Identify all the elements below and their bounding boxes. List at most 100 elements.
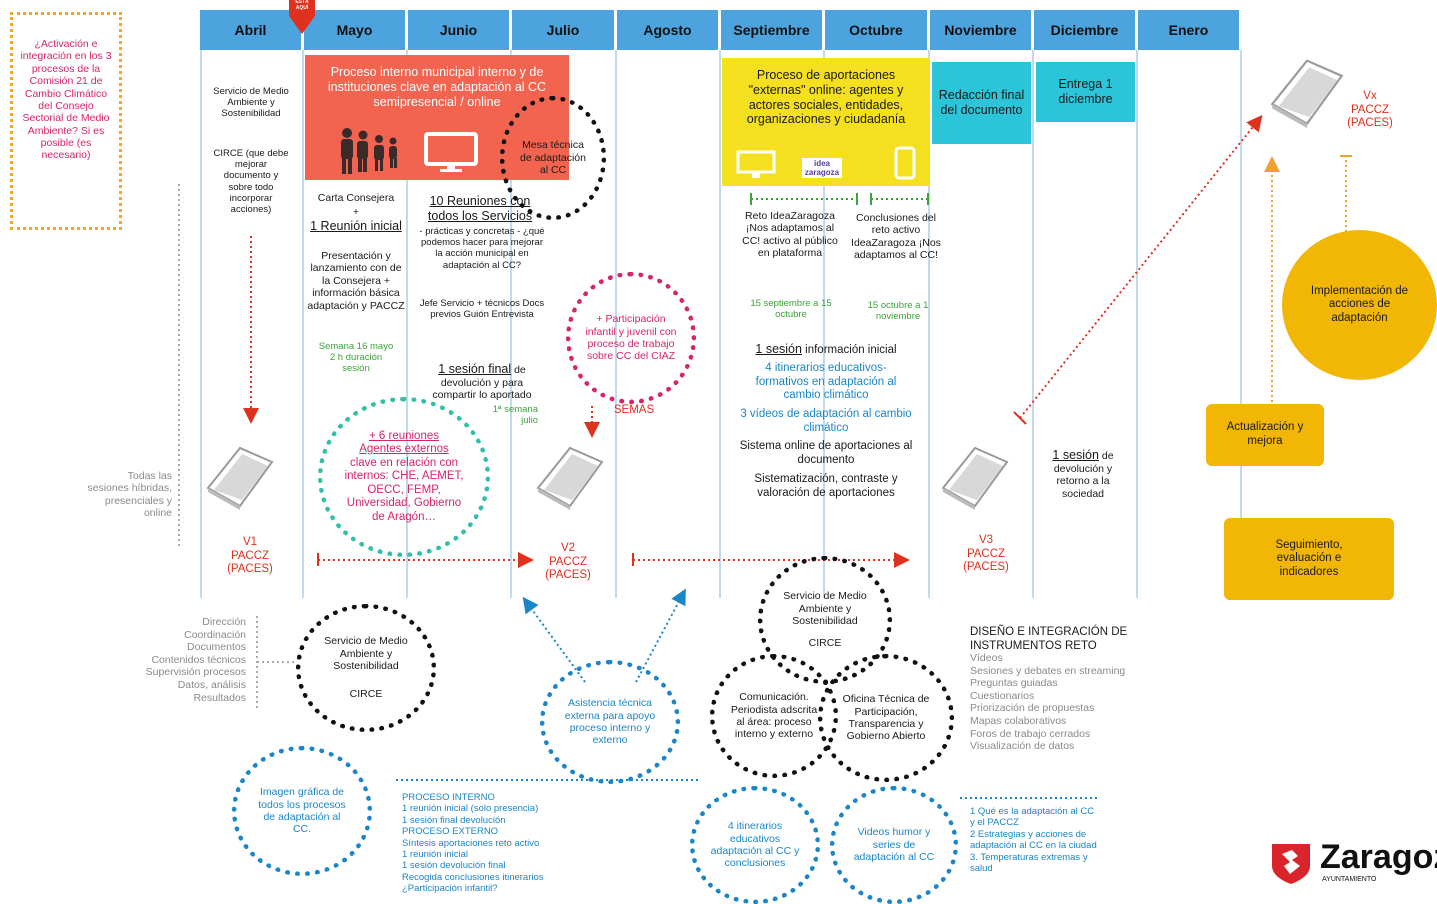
people-icon	[341, 128, 397, 174]
carta-consejera: Carta Consejera	[317, 192, 395, 204]
proceso-list-item: Recogida conclusiones itinerarios	[402, 871, 544, 883]
servicio2-name: Servicio de Medio Ambiente y Sostenibili…	[783, 590, 867, 627]
reuniones-desc: - prácticas y concretas - ¿qué podemos h…	[419, 226, 545, 271]
comunicacion-circle: Comunicación. Periodista adscrita al áre…	[710, 654, 838, 778]
v1-line: (PACES)	[227, 563, 273, 576]
sesion-final-fecha: 1ª semana julio	[492, 404, 538, 427]
oficina-tecnica-circle: Oficina Técnica de Participación, Transp…	[818, 654, 954, 782]
reuniones-jefe: Jefe Servicio + técnicos Docs previos Gu…	[419, 298, 545, 321]
month-agosto: Agosto	[617, 10, 718, 50]
servicio-circle-name: Servicio de Medio Ambiente y Sostenibili…	[324, 635, 408, 672]
sesion-final-devolucion: 1 sesión final de devolución y para comp…	[424, 362, 540, 402]
imagen-grafica-circle: Imagen gráfica de todos los procesos de …	[232, 746, 372, 876]
semas-label: SEMAS	[613, 404, 655, 416]
proceso-list: PROCESO INTERNO 1 reunión inicial (solo …	[402, 792, 602, 895]
asistencia-text: Asistencia técnica externa para apoyo pr…	[564, 697, 656, 747]
mesa-tecnica-circle: Mesa técnica de adaptación al CC	[500, 96, 606, 220]
v1-line: V1	[242, 536, 258, 548]
diseno-item: Visualización de datos	[970, 740, 1075, 753]
marker-line: AQUÍ	[295, 4, 309, 11]
column-divider	[510, 50, 512, 598]
seguimiento-text: Seguimiento, evaluación e indicadores	[1275, 538, 1343, 578]
agentes-title: Agentes externos	[359, 443, 449, 456]
diseno-item: Vídeos	[970, 652, 1003, 664]
sesion-final-rest: de devolución y para compartir lo aporta…	[432, 364, 532, 402]
vx-line: (PACES)	[1347, 117, 1393, 130]
marker-line: ESTÁ	[295, 0, 309, 5]
actualizacion-box: Actualización y mejora	[1206, 404, 1324, 466]
comunicacion-text: Comunicación. Periodista adscrita al áre…	[730, 691, 818, 741]
reuniones-title: 10 Reuniones con todos los Servicios	[427, 194, 533, 223]
imagen-grafica-text: Imagen gráfica de todos los procesos de …	[258, 786, 346, 836]
role-item: Supervisión procesos	[145, 666, 246, 679]
role-item: Contenidos técnicos	[151, 653, 246, 666]
sesion-info-rest: información inicial	[801, 344, 897, 356]
v2-label: V2 PACCZ (PACES)	[538, 542, 598, 583]
redaccion-card: Redacción final del documento	[932, 62, 1031, 144]
devolucion-sociedad: 1 sesión de devolución y retorno a la so…	[1042, 448, 1124, 500]
diseno-item: Foros de trabajo cerrados	[970, 727, 1091, 740]
reunion-inicial-desc: Presentación y lanzamiento con de la Con…	[307, 250, 405, 312]
actualizacion-text: Actualización y mejora	[1226, 421, 1304, 447]
agentes-externos-circle: + 6 reuniones Agentes externos clave en …	[318, 397, 490, 557]
column-divider	[302, 50, 304, 598]
proceso-list-item: 1 sesión final devolución	[402, 814, 506, 826]
vx-label: Vx PACCZ (PACES)	[1342, 90, 1398, 131]
itinerarios-text: 4 itinerarios educativos-formativos en a…	[755, 362, 897, 402]
entrega-card: Entrega 1 diciembre	[1036, 62, 1135, 122]
conclusiones-dates: 15 octubre a 1 noviembre	[867, 300, 929, 323]
videos-list: 1 Qué es la adaptación al CC y el PACCZ …	[970, 806, 1100, 874]
column-divider	[928, 50, 930, 598]
v2-line: PACCZ	[548, 555, 588, 568]
reto-timeline	[750, 193, 929, 205]
monitor-icon	[736, 150, 776, 178]
conclusiones-text: Conclusiones del reto activo IdeaZaragoz…	[851, 212, 941, 262]
sesion-info-label: 1 sesión	[755, 342, 802, 356]
role-item: Resultados	[193, 691, 246, 704]
carta-plus: +	[352, 206, 360, 218]
proceso-list-item: PROCESO EXTERNO	[402, 826, 499, 838]
vx-line: PACCZ	[1350, 103, 1390, 116]
proceso-list-item: 1 reunión inicial (solo presencia)	[402, 803, 539, 815]
proceso-list-item: 1 sesión devolución final	[402, 860, 506, 872]
videos-list-item: 3. Temperaturas extremas y salud	[970, 851, 1088, 874]
month-junio: Junio	[408, 10, 509, 50]
current-position-marker: ESTÁ AQUÍ	[287, 0, 317, 36]
sistema-online-text: Sistema online de aportaciones al docume…	[739, 440, 913, 466]
month-enero: Enero	[1138, 10, 1239, 50]
diseno-item: Preguntas guiadas	[970, 677, 1058, 690]
itinerarios-circle: 4 itinerarios educativos adaptación al C…	[690, 786, 820, 904]
proceso-list-item: ¿Participación infantil?	[402, 883, 498, 895]
videos-circle: Videos humor y series de adaptación al C…	[830, 786, 958, 904]
zaragoza-logo-name: Zaragoza	[1320, 838, 1437, 876]
servicio-circle-circe: CIRCE	[349, 688, 383, 701]
reunion-inicial: 1 Reunión inicial	[310, 219, 402, 233]
consejo-note-text: ¿Activación e integración en los 3 proce…	[20, 38, 112, 162]
role-item: Coordinación	[184, 628, 246, 641]
monitor-icon	[424, 132, 478, 172]
proceso-externas-card: Proceso de aportaciones "externas" onlin…	[722, 58, 930, 186]
vx-line: Vx	[1363, 90, 1377, 102]
role-item: Documentos	[187, 641, 246, 654]
role-item: Datos, análisis	[177, 678, 246, 691]
videos-text: 3 vídeos de adaptación al cambio climáti…	[740, 408, 912, 434]
v3-line: PACCZ	[966, 547, 1006, 560]
column-divider	[1240, 50, 1242, 598]
proceso-list-item: PROCESO INTERNO	[402, 792, 495, 803]
videos-list-item: 2 Estrategias y acciones de adaptación a…	[970, 828, 1097, 852]
reto-dates: 15 septiembre a 15 octubre	[750, 298, 832, 321]
dic-sesion-rest: de devolución y retorno a la sociedad	[1053, 450, 1114, 500]
proceso-interno-title: Proceso interno municipal interno y de i…	[327, 65, 547, 109]
diseno-title: DISEÑO E INTEGRACIÓN DE INSTRUMENTOS RET…	[970, 626, 1128, 652]
zaragoza-shield-icon	[1272, 844, 1310, 884]
month-diciembre: Diciembre	[1034, 10, 1135, 50]
month-abril: Abril	[200, 10, 301, 50]
sesion-informacion-inicial: 1 sesión información inicial	[726, 342, 926, 358]
zaragoza-logo-sub: AYUNTAMIENTO	[1322, 876, 1377, 883]
itinerarios-circle-text: 4 itinerarios educativos adaptación al C…	[710, 820, 800, 870]
todas-sesiones-note: Todas las sesiones híbridas, presenciale…	[87, 470, 172, 520]
implementacion-text: Implementación de acciones de adaptación	[1310, 284, 1409, 324]
v3-line: (PACES)	[963, 561, 1009, 574]
month-septiembre: Septiembre	[721, 10, 822, 50]
column-divider	[823, 50, 825, 598]
